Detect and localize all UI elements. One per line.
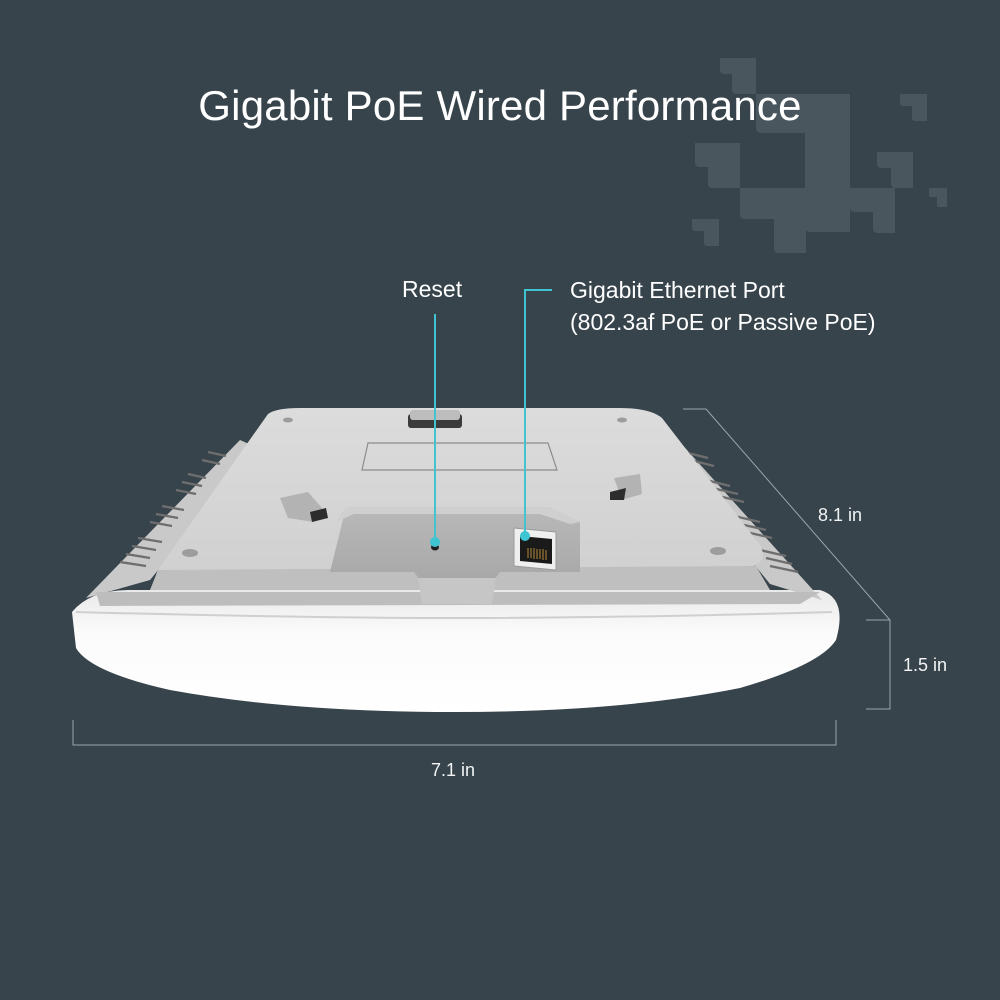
height-dimension-label: 1.5 in (903, 655, 948, 675)
page-title: Gigabit PoE Wired Performance (198, 82, 802, 129)
width-dimension-label: 7.1 in (431, 760, 476, 780)
ethernet-port-label-line1: Gigabit Ethernet Port (570, 277, 785, 303)
ethernet-port-label-line2: (802.3af PoE or Passive PoE) (570, 309, 876, 335)
ethernet-port-callout-label: Gigabit Ethernet Port (802.3af PoE or Pa… (570, 274, 876, 338)
depth-dimension-label: 8.1 in (818, 505, 863, 525)
reset-callout-label: Reset (402, 276, 463, 302)
